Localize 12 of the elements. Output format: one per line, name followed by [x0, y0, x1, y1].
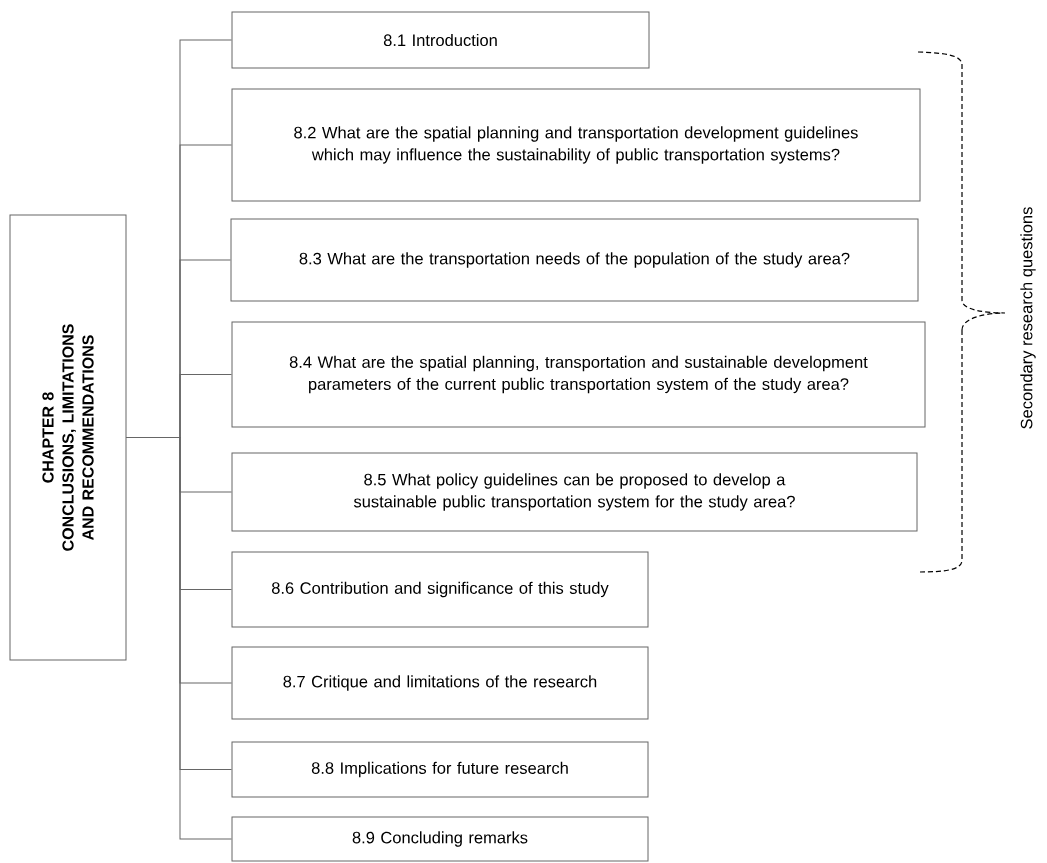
section-box: 8.5 What policy guidelines can be proposed to develop a sustainable public transportation system for the study area?	[231, 452, 918, 532]
section-box: 8.1 Introduction	[231, 11, 650, 69]
section-box: 8.7 Critique and limitations of the research	[231, 646, 649, 720]
section-box: 8.8 Implications for future research	[231, 741, 649, 798]
section-box: 8.3 What are the transportation needs of the population of the study area?	[230, 218, 919, 302]
section-box: 8.9 Concluding remarks	[231, 816, 649, 862]
section-box: 8.6 Contribution and significance of this study	[231, 551, 649, 628]
section-box: 8.2 What are the spatial planning and transportation development guidelines which may influence the sustainability of public transportation systems?	[231, 88, 921, 202]
bracket-label: Secondary research questions	[1020, 207, 1036, 429]
connector-line	[126, 437, 232, 840]
chapter-box: CHAPTER 8 CONCLUSIONS, LIMITATIONS AND RECOMMENDATIONS	[9, 214, 127, 661]
section-box: 8.4 What are the spatial planning, transportation and sustainable development parameters of the current public transportation system of the study area?	[231, 321, 926, 428]
